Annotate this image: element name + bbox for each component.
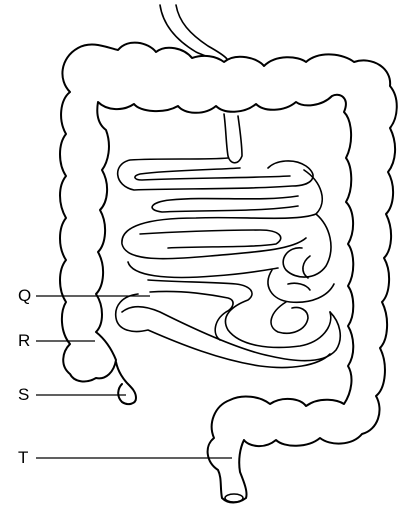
label-t: T — [18, 448, 232, 467]
label-r-text: R — [18, 331, 30, 350]
label-q-text: Q — [18, 286, 31, 305]
large-intestine — [60, 43, 397, 503]
label-s-text: S — [18, 385, 29, 404]
duodenum — [224, 114, 242, 163]
label-t-text: T — [18, 448, 28, 467]
label-s: S — [18, 385, 126, 404]
appendix — [116, 362, 136, 404]
small-intestine — [116, 158, 341, 368]
